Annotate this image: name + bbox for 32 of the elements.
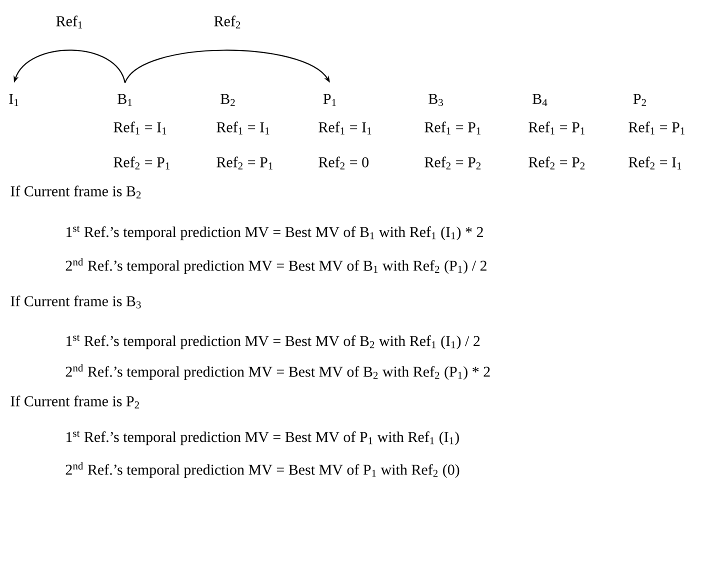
reference-text: Ref$_{2}$ = P$_{1}$ — [114, 156, 170, 170]
edge-label: Ref$_{2}$ — [214, 16, 240, 28]
prediction-text: 1$^{st}$ Ref.’s temporal prediction MV = Best MV of B$_{2}$ with Ref$_{1}$ (I$_{1}$) / 2 — [66, 334, 480, 350]
reference-text: Ref$_{2}$ = P$_{2}$ — [424, 156, 481, 170]
reference-text: Ref$_{2}$ = 0 — [318, 156, 368, 170]
prediction-text: 1$^{st}$ Ref.’s temporal prediction MV = Best MV of B$_{1}$ with Ref$_{1}$ (I$_{1}$) * 2 — [66, 226, 483, 240]
reference-text: Ref$_{1}$ = P$_{1}$ — [528, 122, 585, 134]
frame-label: B$_{3}$ — [428, 94, 443, 106]
condition-heading: If Current frame is P$_{2}$ — [10, 396, 139, 408]
reference-text: Ref$_{2}$ = P$_{1}$ — [216, 156, 273, 170]
frame-label: P$_{2}$ — [633, 94, 646, 106]
frame-label: B$_{1}$ — [118, 94, 132, 106]
condition-heading: If Current frame is B$_{2}$ — [10, 186, 141, 198]
edge-label: Ref$_{1}$ — [56, 16, 82, 28]
prediction-text: 2$^{nd}$ Ref.’s temporal prediction MV = Best MV of B$_{1}$ with Ref$_{2}$ (P$_{1}$) / 2 — [66, 258, 486, 274]
reference-text: Ref$_{1}$ = P$_{1}$ — [424, 122, 481, 134]
reference-text: Ref$_{2}$ = P$_{2}$ — [528, 156, 585, 170]
reference-text: Ref$_{1}$ = I$_{1}$ — [216, 122, 270, 134]
reference-text: Ref$_{2}$ = I$_{1}$ — [628, 156, 682, 170]
prediction-text: 2$^{nd}$ Ref.’s temporal prediction MV = Best MV of B$_{2}$ with Ref$_{2}$ (P$_{1}$) * 2 — [66, 364, 490, 380]
curved-arrow — [124, 50, 330, 84]
reference-text: Ref$_{1}$ = I$_{1}$ — [114, 122, 166, 134]
prediction-text: 2$^{nd}$ Ref.’s temporal prediction MV = Best MV of P$_{1}$ with Ref$_{2}$ (0) — [66, 462, 460, 478]
curved-arrow — [14, 50, 126, 83]
reference-text: Ref$_{1}$ = P$_{1}$ — [628, 122, 685, 134]
frame-label: B$_{4}$ — [532, 94, 548, 106]
frame-label: P$_{1}$ — [323, 94, 336, 106]
reference-text: Ref$_{1}$ = I$_{1}$ — [318, 122, 372, 134]
frame-label: I$_{1}$ — [9, 94, 18, 106]
condition-heading: If Current frame is B$_{3}$ — [10, 296, 141, 308]
frame-label: B$_{2}$ — [220, 94, 235, 106]
prediction-text: 1$^{st}$ Ref.’s temporal prediction MV = Best MV of P$_{1}$ with Ref$_{1}$ (I$_{1}$) — [66, 430, 459, 446]
